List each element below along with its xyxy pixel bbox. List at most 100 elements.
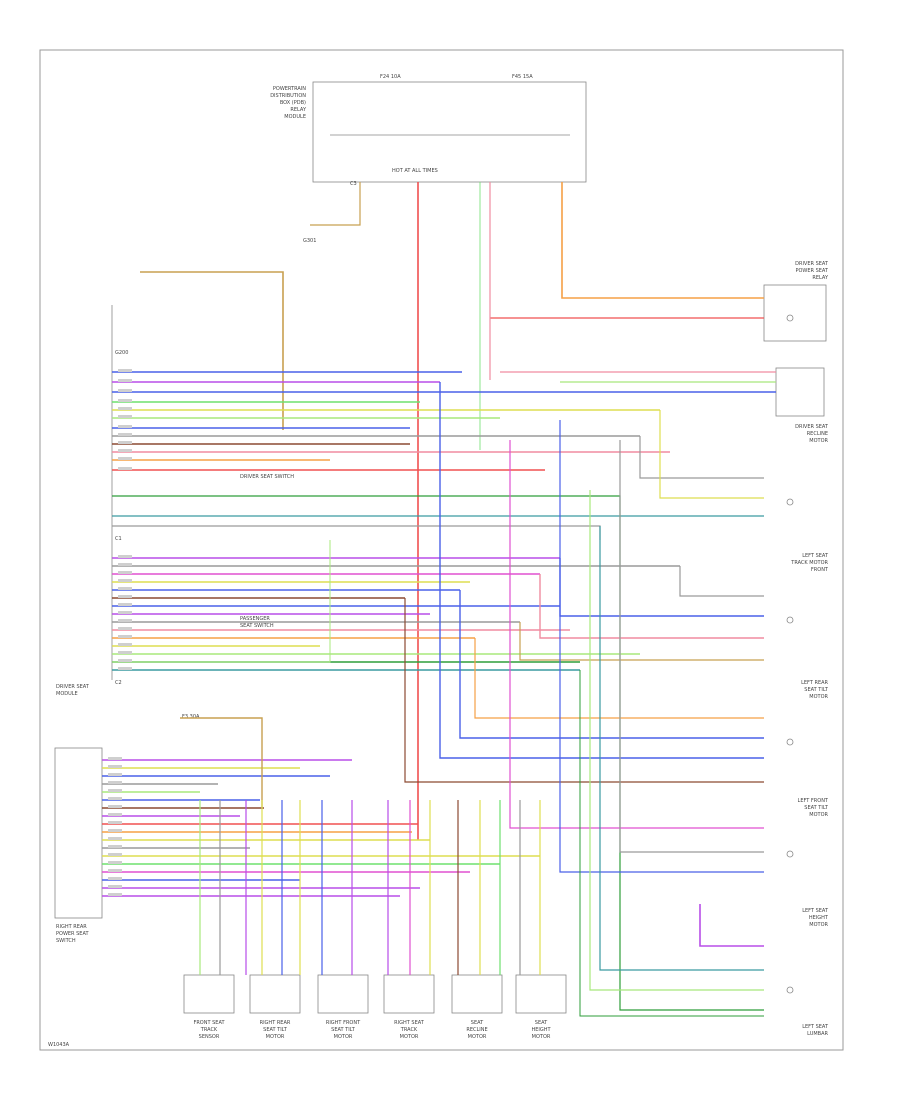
wire-tag bbox=[108, 773, 122, 776]
bottom-motor-label-2-2: MOTOR bbox=[334, 1034, 353, 1040]
lower-left-module-label-0: RIGHT REAR bbox=[56, 924, 87, 930]
wire-tag bbox=[118, 635, 132, 638]
passenger-seat-switch-label-0: PASSENGER bbox=[240, 616, 270, 622]
top-module-label-0: POWERTRAIN bbox=[273, 86, 306, 92]
ground-left-label: G200 bbox=[115, 350, 128, 356]
wire-tag bbox=[108, 789, 122, 792]
right-label-3-1: SEAT TILT bbox=[804, 687, 829, 693]
wire-tag bbox=[118, 571, 132, 574]
bottom-motor-label-5-0: SEAT bbox=[535, 1020, 548, 1026]
wire-52 bbox=[619, 440, 764, 853]
top-module-label-4: MODULE bbox=[284, 114, 306, 120]
lower-left-module-box bbox=[54, 747, 103, 919]
wire-tag bbox=[118, 457, 132, 460]
right-relay-box bbox=[763, 284, 827, 342]
right-label-5-1: HEIGHT bbox=[809, 915, 829, 921]
wire-53 bbox=[699, 904, 764, 947]
bottom-motor-label-1-2: MOTOR bbox=[266, 1034, 285, 1040]
right-label-2-0: LEFT SEAT bbox=[802, 553, 829, 559]
wire-tag bbox=[108, 869, 122, 872]
right-label-3-0: LEFT REAR bbox=[801, 680, 828, 686]
wire-tag bbox=[108, 805, 122, 808]
wire-57 bbox=[112, 540, 331, 663]
wire-tag bbox=[108, 885, 122, 888]
fuse-left-label: F24 10A bbox=[380, 74, 401, 80]
wire-tags bbox=[108, 369, 132, 896]
bottom-motor-label-1-1: SEAT TILT bbox=[263, 1027, 288, 1033]
bottom-motor-label-0-2: SENSOR bbox=[199, 1034, 220, 1040]
wire-tag bbox=[108, 757, 122, 760]
bottom-motor-label-5-2: MOTOR bbox=[532, 1034, 551, 1040]
right-switch-symbol-2 bbox=[786, 616, 794, 624]
connector-c1-label: C1 bbox=[115, 536, 122, 542]
bottom-motor-2 bbox=[317, 974, 369, 1014]
wire-55 bbox=[589, 490, 764, 991]
wire-tag bbox=[118, 579, 132, 582]
wire-tag bbox=[118, 415, 132, 418]
bottom-motor-label-3-2: MOTOR bbox=[400, 1034, 419, 1040]
wire-tag bbox=[108, 829, 122, 832]
fuse-right-label: F45 15A bbox=[512, 74, 533, 80]
driver-seat-switch-label: DRIVER SEAT SWITCH bbox=[240, 474, 294, 480]
wire-tag bbox=[108, 877, 122, 880]
wire-0 bbox=[561, 182, 764, 299]
wire-54 bbox=[599, 526, 764, 971]
right-label-1-2: MOTOR bbox=[809, 438, 828, 444]
lower-left-module-label-1: POWER SEAT bbox=[56, 931, 89, 937]
wire-tag bbox=[108, 765, 122, 768]
right-label-6-1: LUMBAR bbox=[807, 1031, 828, 1037]
wire-5 bbox=[140, 271, 284, 430]
right-switch-symbol-3 bbox=[786, 738, 794, 746]
right-label-4-1: SEAT TILT bbox=[804, 805, 829, 811]
wire-47 bbox=[459, 590, 764, 739]
wire-20 bbox=[639, 436, 764, 479]
connector-c3-label: C3 bbox=[350, 181, 357, 187]
right-label-4-0: LEFT FRONT bbox=[798, 798, 829, 804]
wire-tag bbox=[118, 619, 132, 622]
right-switch-symbol-4 bbox=[786, 850, 794, 858]
wire-tag bbox=[108, 837, 122, 840]
wire-tag bbox=[118, 611, 132, 614]
bottom-motor-label-0-0: FRONT SEAT bbox=[193, 1020, 225, 1026]
bottom-motor-label-4-2: MOTOR bbox=[468, 1034, 487, 1040]
footer-code: W1043A bbox=[48, 1042, 70, 1048]
wire-tag bbox=[118, 555, 132, 558]
wire-tag bbox=[108, 797, 122, 800]
bottom-motor-1 bbox=[249, 974, 301, 1014]
wire-tag bbox=[108, 813, 122, 816]
wire-tag bbox=[118, 603, 132, 606]
wire-21 bbox=[659, 410, 764, 499]
right-label-4-2: MOTOR bbox=[809, 812, 828, 818]
wire-tag bbox=[118, 399, 132, 402]
wire-tag bbox=[108, 861, 122, 864]
wire-tag bbox=[108, 845, 122, 848]
wire-51 bbox=[559, 420, 764, 873]
bottom-motor-label-4-0: SEAT bbox=[471, 1020, 484, 1026]
right-switch-symbol-5 bbox=[786, 986, 794, 994]
fuse-mid-label: F3 30A bbox=[182, 714, 200, 720]
right-label-6-0: LEFT SEAT bbox=[802, 1024, 829, 1030]
bottom-motor-label-4-1: RECLINE bbox=[466, 1027, 487, 1033]
right-label-0-0: DRIVER SEAT bbox=[795, 261, 829, 267]
wire-48 bbox=[439, 382, 764, 759]
wires bbox=[102, 182, 794, 1017]
right-label-5-2: MOTOR bbox=[809, 922, 828, 928]
bottom-motor-label-3-0: RIGHT SEAT bbox=[394, 1020, 425, 1026]
lower-left-module-label-2: SWITCH bbox=[56, 938, 76, 944]
right-switch-symbol-0 bbox=[786, 314, 794, 322]
diagram-border bbox=[39, 49, 844, 1051]
wire-tag bbox=[108, 781, 122, 784]
wire-tag bbox=[118, 379, 132, 382]
right-label-1-0: DRIVER SEAT bbox=[795, 424, 829, 430]
wire-43 bbox=[539, 574, 764, 639]
wire-tag bbox=[118, 433, 132, 436]
wire-tag bbox=[118, 667, 132, 670]
wire-tag bbox=[118, 441, 132, 444]
wire-tag bbox=[118, 595, 132, 598]
wire-23 bbox=[112, 525, 601, 540]
wire-tag bbox=[118, 467, 132, 470]
bottom-motor-label-5-1: HEIGHT bbox=[531, 1027, 551, 1033]
